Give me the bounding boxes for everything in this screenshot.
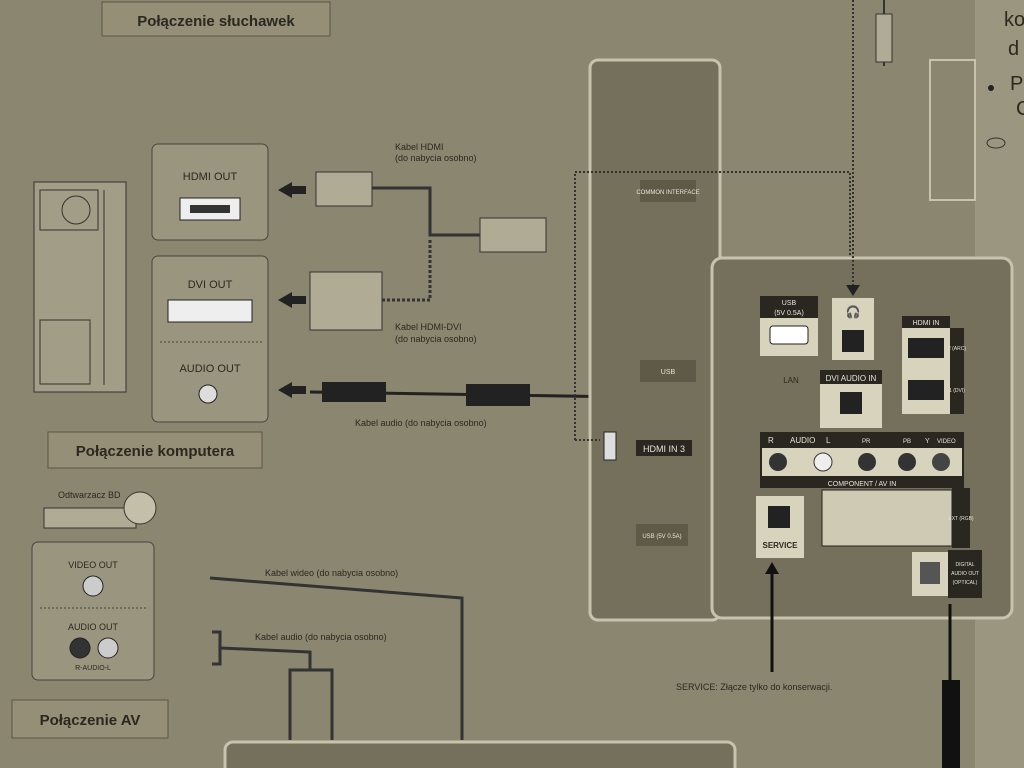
svg-text:VIDEO OUT: VIDEO OUT (68, 560, 118, 570)
dvi-port-icon (167, 299, 253, 323)
video-cable-label: Kabel wideo (do nabycia osobno) (265, 568, 398, 578)
audio-cable-label: Kabel audio (do nabycia osobno) (355, 418, 487, 428)
audio-r-jack-icon (69, 637, 91, 659)
svg-text:USB: USB (782, 300, 797, 307)
svg-text:Y: Y (925, 438, 930, 445)
hdmi-out-panel: HDMI OUT (151, 143, 269, 241)
pr-jack (858, 453, 876, 471)
svg-text:DVI OUT: DVI OUT (188, 279, 233, 291)
svg-text:Połączenie AV: Połączenie AV (40, 712, 141, 729)
pc-tower-icon (33, 181, 127, 393)
tv-bottom-panel (223, 740, 737, 768)
av-audio-cable-label: Kabel audio (do nabycia osobno) (255, 632, 387, 642)
margin-text: P (1010, 73, 1023, 95)
margin-text: ko (1004, 9, 1024, 31)
margin-text: C (1016, 98, 1024, 120)
hdmi-dvi-cable-label: Kabel HDMI-DVI (395, 322, 462, 332)
audio-jack-icon (198, 384, 218, 404)
svg-text:HDMI IN 3: HDMI IN 3 (643, 444, 685, 454)
svg-text:L: L (826, 436, 831, 445)
svg-text:EXT (RGB): EXT (RGB) (948, 516, 974, 522)
audio-l-jack-icon (97, 637, 119, 659)
dvi-audio-out-panel: DVI OUT AUDIO OUT (151, 255, 269, 423)
hdmi-dvi-cable-label: (do nabycia osobno) (395, 334, 477, 344)
hdmi-2-port (908, 338, 944, 358)
svg-text:HDMI OUT: HDMI OUT (183, 171, 238, 183)
bd-player-icon (43, 491, 157, 529)
scart-port (821, 489, 953, 547)
audio-r-jack (769, 453, 787, 471)
arrow-icons (278, 182, 306, 398)
dvi-audio-in-jack (840, 392, 862, 414)
hdmi-dvi-cable (309, 240, 432, 331)
audio-l-jack (813, 452, 833, 472)
margin-text: d (1008, 38, 1019, 60)
svg-text:(OPTICAL): (OPTICAL) (953, 580, 978, 586)
bd-output-panel: VIDEO OUT AUDIO OUT R-AUDIO-L (31, 541, 155, 681)
bullet-icon (988, 85, 994, 91)
pencil-note-icon (986, 137, 1006, 149)
hdmi-in-3-port (603, 431, 617, 461)
video-jack-icon (82, 575, 104, 597)
svg-text:SERVICE: SERVICE (763, 541, 799, 550)
hdmi-1-port (908, 380, 944, 400)
svg-text:AUDIO: AUDIO (790, 436, 815, 445)
av-audio-cable (212, 630, 334, 740)
svg-text:Połączenie komputera: Połączenie komputera (76, 443, 235, 460)
optical-port (920, 562, 940, 584)
svg-text:HDMI IN: HDMI IN (913, 320, 940, 327)
svg-text:1 (DVI): 1 (DVI) (949, 388, 965, 394)
wall-outline (929, 59, 976, 201)
hdmi-cable-label: (do nabycia osobno) (395, 153, 477, 163)
pb-jack (898, 453, 916, 471)
headphone-jack (842, 330, 864, 352)
svg-text:AUDIO OUT: AUDIO OUT (68, 622, 119, 632)
headphone-cable (846, 0, 893, 296)
tv-side-panel: COMMON INTERFACE USB HDMI IN 3 USB (5V 0… (588, 58, 722, 622)
optical-cable (942, 604, 960, 768)
service-port (768, 506, 790, 528)
dotted-hdmi-route (574, 171, 851, 441)
svg-text:DVI AUDIO IN: DVI AUDIO IN (826, 374, 877, 383)
svg-text:AUDIO OUT: AUDIO OUT (951, 571, 979, 577)
video-cable (209, 576, 464, 740)
section-title-av: Połączenie AV (11, 699, 169, 739)
usb-port (769, 325, 809, 345)
svg-text:R-AUDIO-L: R-AUDIO-L (75, 665, 111, 672)
bd-player-label: Odtwarzacz BD (58, 490, 121, 500)
svg-text:(5V 0.5A): (5V 0.5A) (774, 310, 804, 317)
svg-text:COMMON INTERFACE: COMMON INTERFACE (636, 190, 699, 196)
hdmi-cable (315, 171, 547, 253)
tv-rear-panel: USB (5V 0.5A) 🎧 LAN DVI AUDIO IN HDMI IN… (710, 256, 1014, 620)
y-video-jack (932, 453, 950, 471)
svg-text:R: R (768, 436, 774, 445)
svg-text:PR: PR (862, 439, 871, 445)
svg-text:USB (5V 0.5A): USB (5V 0.5A) (642, 534, 681, 540)
svg-text:PB: PB (903, 439, 911, 445)
svg-text:AUDIO OUT: AUDIO OUT (179, 363, 240, 375)
svg-text:VIDEO: VIDEO (937, 439, 956, 445)
svg-text:USB: USB (661, 369, 676, 376)
svg-text:2 (ARC): 2 (ARC) (948, 346, 966, 352)
svg-text:COMPONENT / AV IN: COMPONENT / AV IN (828, 481, 897, 488)
service-arrow (765, 562, 779, 672)
section-title-headphones: Połączenie słuchawek (101, 1, 331, 37)
hdmi-cable-label: Kabel HDMI (395, 142, 444, 152)
svg-text:Połączenie słuchawek: Połączenie słuchawek (137, 13, 295, 30)
section-title-computer: Połączenie komputera (47, 431, 263, 469)
svg-text:DIGITAL: DIGITAL (955, 562, 974, 568)
svg-text:LAN: LAN (783, 376, 799, 385)
service-note: SERVICE: Złącze tylko do konserwacji. (676, 682, 832, 692)
headphone-icon: 🎧 (846, 305, 861, 319)
